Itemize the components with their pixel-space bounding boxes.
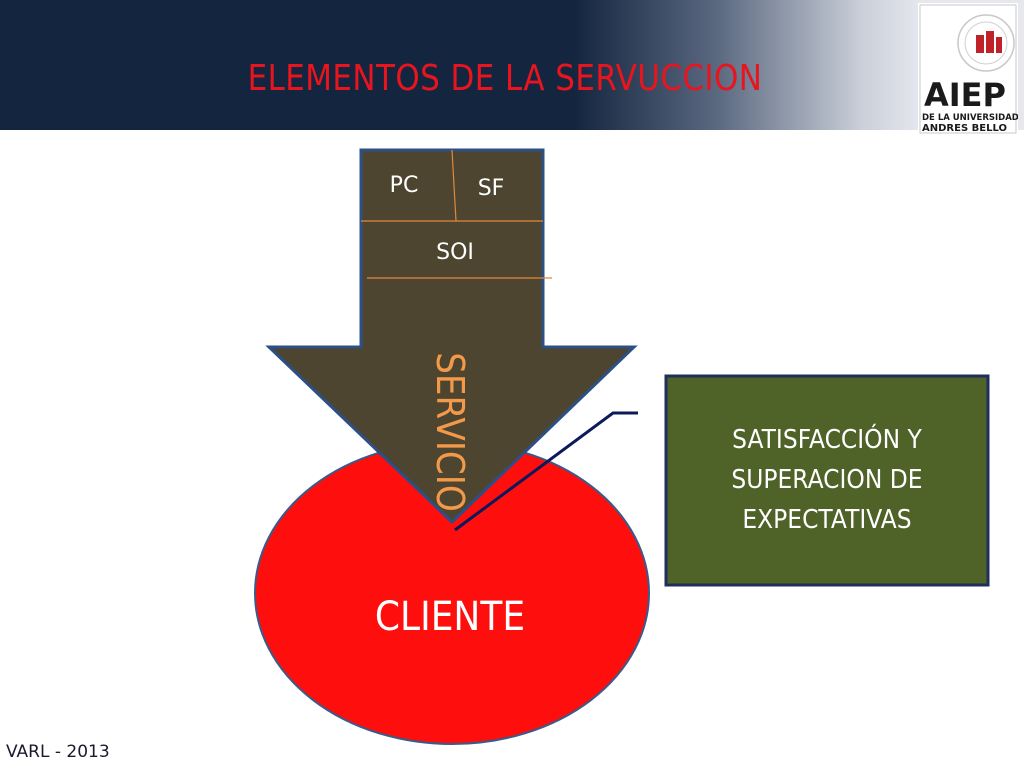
logo-brand: AIEP (924, 76, 1006, 114)
client-label: CLIENTE (374, 594, 526, 640)
box-pc-label: PC (389, 173, 419, 198)
servicio-label: SERVICIO (428, 352, 472, 512)
callout-line-3: EXPECTATIVAS (742, 505, 912, 535)
box-soi-label: SOI (436, 240, 474, 265)
servicio-arrow (265, 148, 638, 525)
callout-text: SATISFACCIÓN Y SUPERACION DE EXPECTATIVA… (684, 420, 970, 540)
header-banner (0, 0, 1024, 130)
box-sf-label: SF (477, 176, 505, 201)
aiep-logo: AIEP DE LA UNIVERSIDAD ANDRES BELLO (918, 3, 1019, 135)
callout-box (664, 374, 990, 587)
logo-line1: DE LA UNIVERSIDAD (922, 113, 1018, 123)
aiep-logo-graphic: AIEP DE LA UNIVERSIDAD ANDRES BELLO (919, 4, 1019, 134)
logo-line2: ANDRES BELLO (922, 123, 1007, 134)
divider-pc-sf (451, 149, 457, 222)
slide-title: ELEMENTOS DE LA SERVUCCION (247, 58, 763, 99)
callout-connector (454, 411, 638, 532)
callout-line-2: SUPERACION DE (731, 465, 923, 495)
callout-line-1: SATISFACCIÓN Y (732, 425, 922, 455)
footer-credit: VARL - 2013 (6, 742, 110, 762)
